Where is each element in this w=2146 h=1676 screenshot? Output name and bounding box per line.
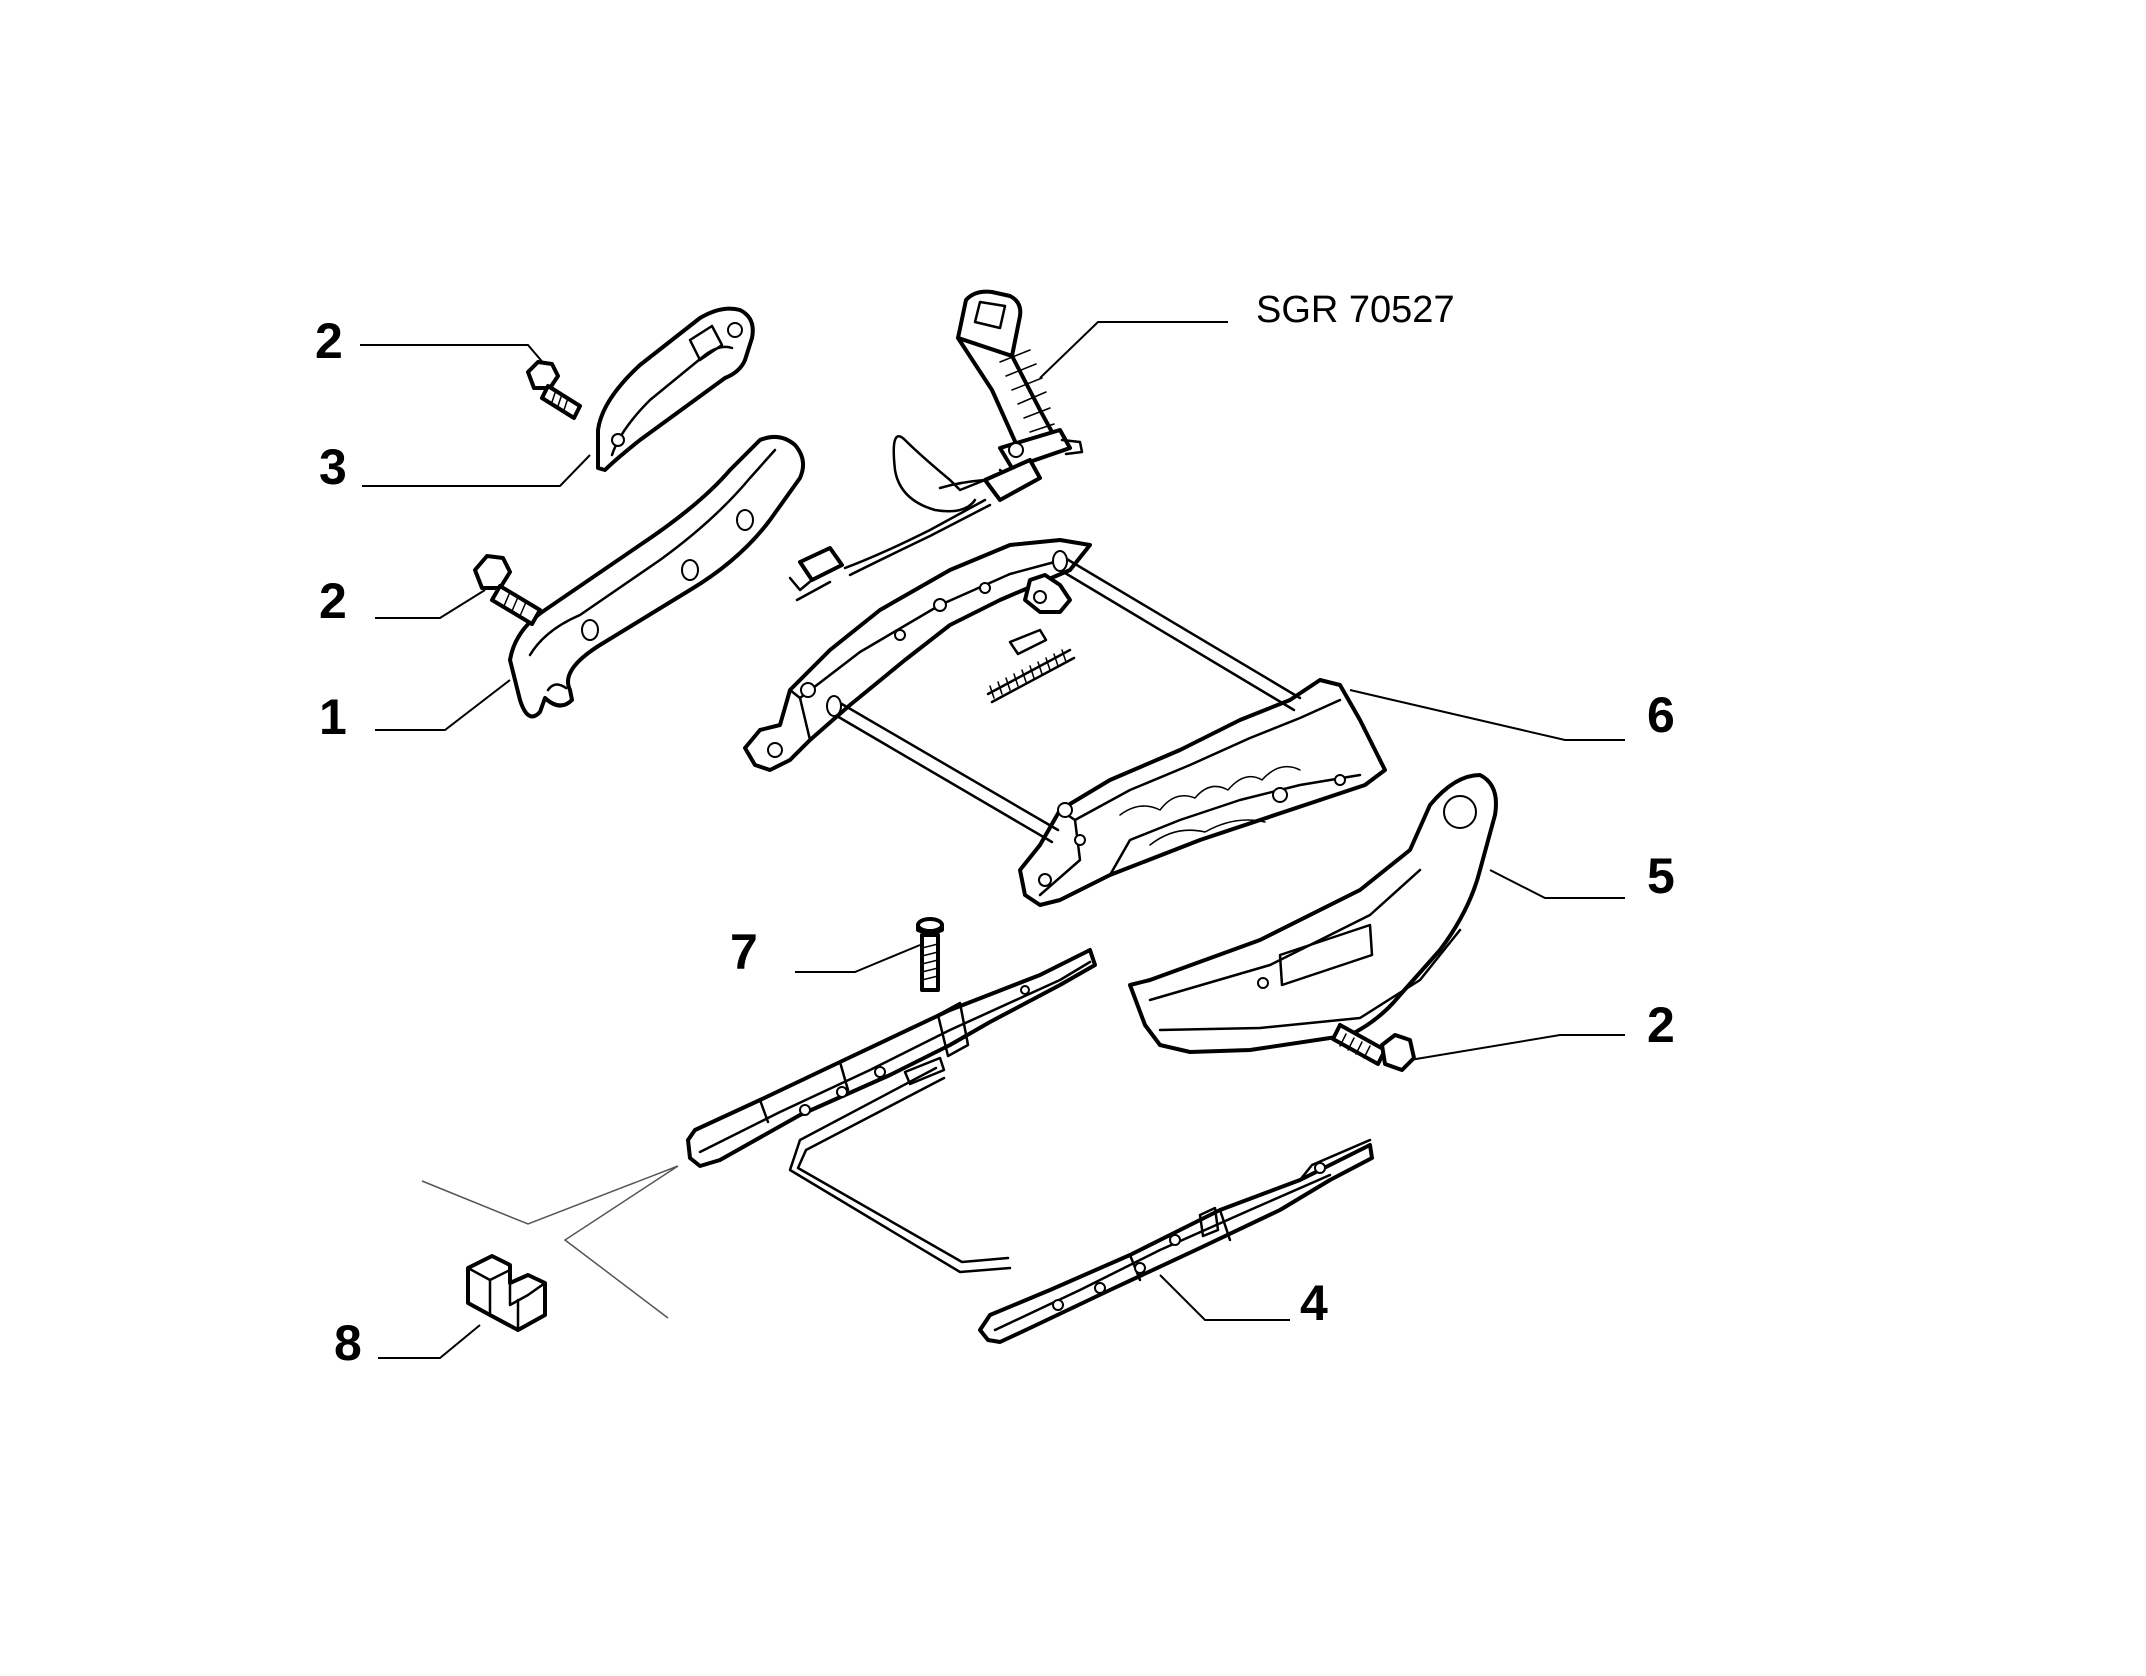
callout-2-middle-bolt: 2 bbox=[319, 573, 347, 629]
height-adjuster-lever-with-cable bbox=[788, 289, 1084, 602]
callout-3-hinge-cover: 3 bbox=[319, 439, 347, 495]
leader-2-top bbox=[360, 344, 546, 366]
callout-2-lower-bolt: 2 bbox=[1647, 997, 1675, 1053]
frame-spring bbox=[986, 648, 1076, 704]
bolt-7 bbox=[916, 917, 944, 992]
callout-4-slide-rail: 4 bbox=[1300, 1275, 1328, 1331]
side-shield bbox=[1128, 773, 1498, 1054]
callout-5-side-shield: 5 bbox=[1647, 848, 1675, 904]
spacer-block bbox=[466, 1254, 547, 1332]
leader-reference-code bbox=[1039, 321, 1228, 379]
callout-1-side-bracket: 1 bbox=[319, 689, 347, 745]
callout-8-spacer-block: 8 bbox=[334, 1315, 362, 1371]
bolt-lower bbox=[1331, 1023, 1416, 1072]
leader-3 bbox=[362, 454, 591, 487]
callout-7-bolt: 7 bbox=[730, 924, 758, 980]
bolt-middle bbox=[473, 554, 542, 626]
bolt-top bbox=[526, 360, 582, 420]
leader-8 bbox=[378, 1324, 481, 1359]
slide-rail-assembly bbox=[686, 948, 1374, 1344]
leader-1 bbox=[375, 679, 511, 731]
reference-code: SGR 70527 bbox=[1256, 289, 1455, 331]
leader-2-lower bbox=[1409, 1034, 1625, 1061]
leader-5 bbox=[1489, 869, 1625, 899]
callout-2-top-bolt: 2 bbox=[315, 313, 343, 369]
hinge-cover bbox=[596, 306, 755, 472]
leader-2-middle bbox=[375, 589, 486, 619]
callout-6-seat-frame: 6 bbox=[1647, 687, 1675, 743]
leader-8-rail-pointer bbox=[421, 1165, 679, 1319]
side-bracket bbox=[508, 434, 806, 719]
leader-7 bbox=[795, 944, 921, 973]
leader-6 bbox=[1349, 689, 1625, 741]
seat-frame bbox=[743, 538, 1387, 907]
leader-4 bbox=[1159, 1274, 1290, 1321]
